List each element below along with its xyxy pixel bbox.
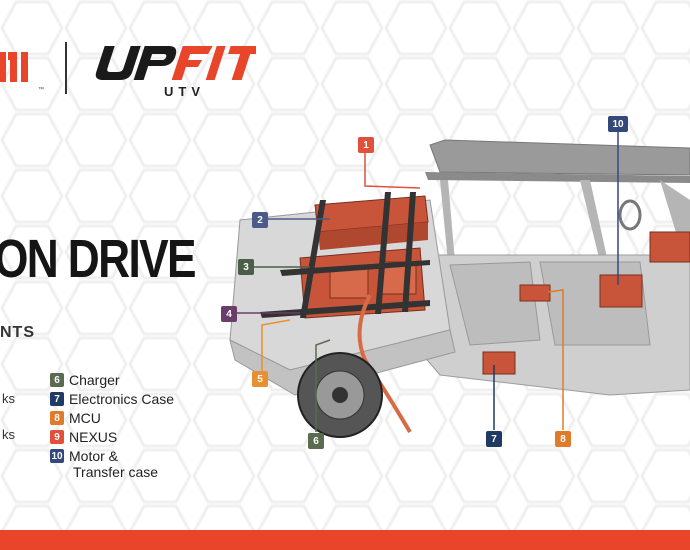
trademark-symbol: ™ (38, 87, 44, 93)
legend-fragment: ks (2, 391, 15, 406)
brand-logo-left (0, 52, 28, 82)
legend-fragment: ks (2, 427, 15, 442)
component-legend: 6 Charger 7 Electronics Case 8 MCU 9 NEX… (50, 372, 174, 480)
legend-item-motor-transfer-case: 10 Motor & (50, 448, 174, 467)
callout-8: 8 (555, 431, 571, 447)
callout-2: 2 (252, 212, 268, 228)
legend-item-mcu: 8 MCU (50, 410, 174, 429)
legend-label: Electronics Case (69, 391, 175, 407)
utv-vehicle-illustration (229, 132, 690, 438)
legend-label: MCU (69, 410, 101, 426)
legend-item-charger: 6 Charger (50, 372, 174, 391)
upfit-utv-label: UTV (164, 84, 205, 99)
callout-4: 4 (221, 306, 237, 322)
legend-item-electronics-case: 7 Electronics Case (50, 391, 174, 410)
components-subheading: NTS (0, 324, 35, 341)
legend-badge: 6 (50, 373, 64, 387)
legend-badge: 10 (50, 449, 64, 463)
callout-1: 1 (358, 137, 374, 153)
callout-5: 5 (252, 371, 268, 387)
legend-item-nexus: 9 NEXUS (50, 429, 174, 448)
legend-badge: 7 (50, 392, 64, 406)
callout-6: 6 (308, 433, 324, 449)
callout-10: 10 (608, 116, 628, 132)
legend-label-continuation: Transfer case (73, 464, 159, 480)
page-title: ON DRIVE (0, 229, 197, 289)
footer-accent-bar (0, 530, 690, 550)
callout-7: 7 (486, 431, 502, 447)
legend-label: Charger (69, 372, 120, 388)
legend-label: Motor & (69, 448, 119, 464)
legend-badge: 8 (50, 411, 64, 425)
logo-divider (65, 42, 67, 94)
upfit-logo (95, 46, 256, 80)
callout-3: 3 (238, 259, 254, 275)
legend-badge: 9 (50, 430, 64, 444)
legend-label: NEXUS (69, 429, 118, 445)
